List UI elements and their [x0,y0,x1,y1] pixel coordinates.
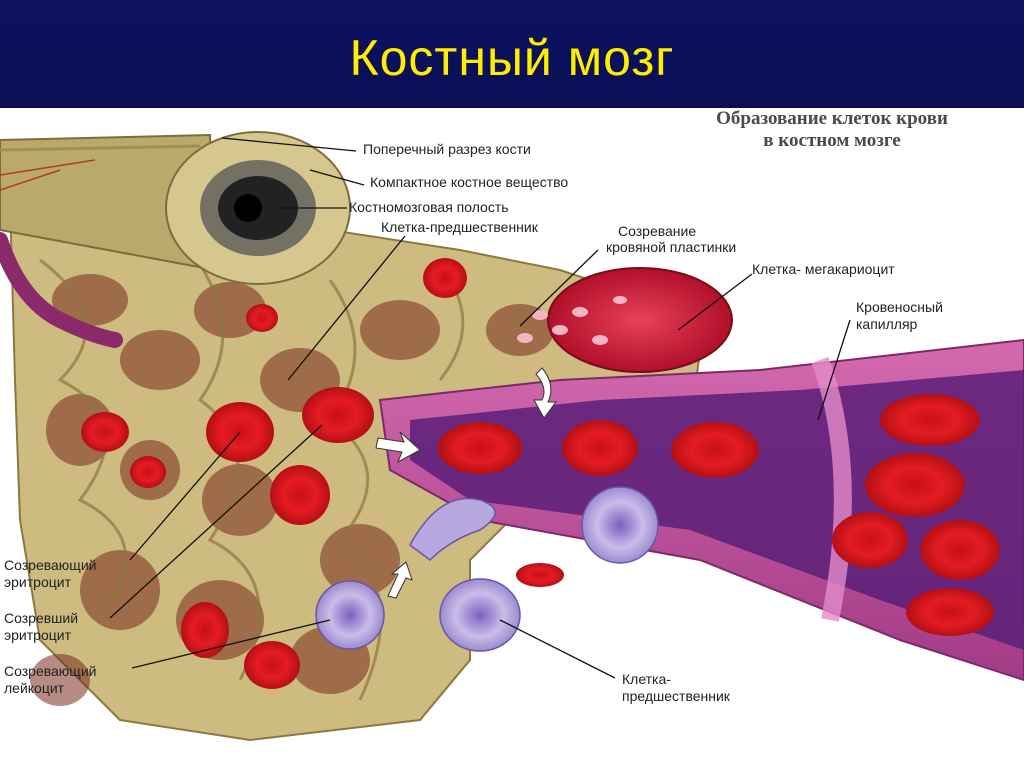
label-capillary-2: капилляр [856,316,918,332]
label-mature-erythrocyte-1: Созревший [4,610,79,626]
spongy-bone [8,158,702,742]
megakaryocyte [517,267,733,373]
bone-marrow-illustration [0,131,1024,742]
label-maturing-leukocyte-2: лейкоцит [4,680,65,696]
label-platelet-maturation-1: Созревание [618,223,697,239]
artery [0,232,123,348]
label-maturing-leukocyte-1: Созревающий [4,663,97,679]
label-progenitor-bottom-1: Клетка- [622,671,671,687]
label-mature-erythrocyte-2: эритроцит [4,627,71,643]
label-progenitor-top: Клетка-предшественник [381,219,538,235]
figure-title: Образование клеток крови в костном мозге [640,108,1024,152]
label-bone-cross-section: Поперечный разрез кости [363,141,531,157]
label-megakaryocyte: Клетка- мегакариоцит [752,261,895,277]
title-band [0,0,1024,108]
label-capillary-1: Кровеносный [856,299,943,315]
label-compact-bone: Компактное костное вещество [370,174,569,190]
leukocytes [315,486,659,652]
blood-capillary [378,338,1024,682]
slide-title: Костный мозг [349,30,675,86]
figure-title-line-2: в костном мозге [763,130,901,151]
flow-arrows [375,367,557,599]
leader-lines [109,137,851,679]
label-maturing-erythrocyte-1: Созревающий [4,557,97,573]
label-progenitor-bottom-2: предшественник [622,688,730,704]
bone-shaft [0,131,351,285]
label-maturing-erythrocyte-2: эритроцит [4,574,71,590]
label-platelet-maturation-2: кровяной пластинки [606,239,737,255]
label-marrow-cavity: Костномозговая полость [349,199,509,215]
figure-title-line-1: Образование клеток крови [716,108,948,129]
